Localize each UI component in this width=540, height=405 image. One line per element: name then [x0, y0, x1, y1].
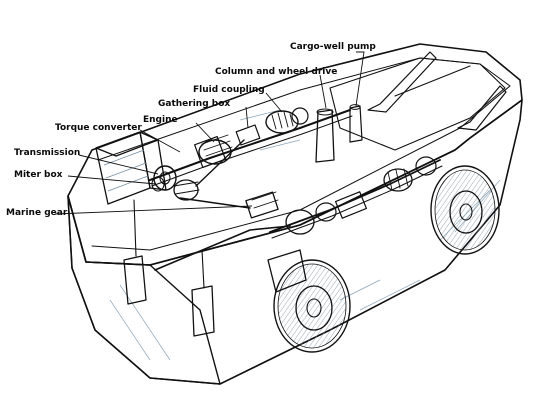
- leader-column-drive: [319, 74, 327, 109]
- torque-converter-housing: [95, 131, 167, 205]
- labels: Cargo-well pump Column and wheel drive F…: [6, 42, 376, 218]
- transmission-cluster: [151, 165, 200, 201]
- front-wheel: [430, 165, 500, 255]
- leader-marine-gear: [54, 205, 253, 215]
- rear-gear-cluster: [285, 156, 437, 235]
- leader-engine: [195, 122, 215, 143]
- label-torque-converter: Torque converter: [55, 123, 142, 133]
- marine-gear-box: [245, 191, 279, 219]
- label-transmission: Transmission: [14, 148, 80, 158]
- column-drive: [315, 108, 335, 163]
- hull-rear: [67, 195, 221, 385]
- propeller-shaft: [154, 225, 291, 271]
- leader-gathering-box: [245, 106, 249, 129]
- gathering-box: [235, 124, 261, 146]
- rear-drive-shaft: [269, 159, 441, 233]
- leader-fluid-coupling: [265, 92, 283, 113]
- drivetrain: [149, 104, 443, 271]
- fluid-coupling: [265, 107, 309, 134]
- label-marine-gear: Marine gear: [6, 208, 68, 218]
- deck-rim: [91, 57, 511, 251]
- rudders: [123, 199, 215, 337]
- label-engine: Engine: [143, 115, 178, 125]
- leader-cargo-well-pump: [355, 51, 365, 107]
- leader-lines: [54, 51, 365, 215]
- label-column-and-wheel-drive: Column and wheel drive: [215, 67, 337, 77]
- cargo-well-pump: [349, 104, 363, 143]
- struts: [367, 51, 507, 131]
- cross-shaft: [179, 139, 251, 209]
- leader-transmission: [78, 154, 159, 175]
- leader-torque-converter: [139, 129, 181, 153]
- rear-wheel: [267, 249, 351, 353]
- label-fluid-coupling: Fluid coupling: [193, 85, 265, 95]
- label-miter-box: Miter box: [14, 170, 63, 180]
- main-shaft: [149, 109, 351, 181]
- cargo-well: [329, 57, 506, 151]
- label-cargo-well-pump: Cargo-well pump: [290, 42, 376, 52]
- label-gathering-box: Gathering box: [158, 99, 230, 109]
- leader-miter-box: [67, 175, 157, 185]
